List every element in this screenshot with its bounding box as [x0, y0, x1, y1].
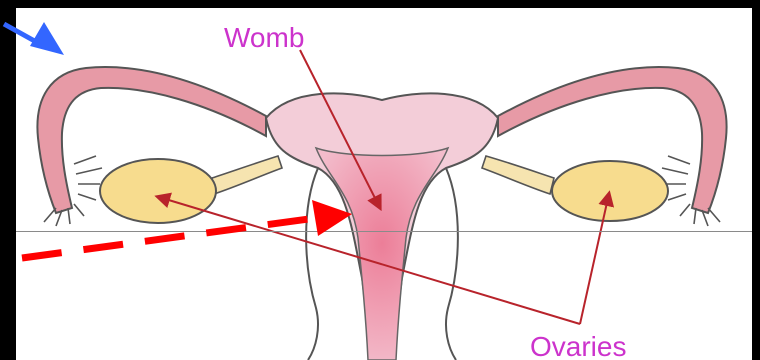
red-dashed-arrow-icon — [22, 200, 352, 258]
blue-arrow-icon — [4, 22, 64, 55]
